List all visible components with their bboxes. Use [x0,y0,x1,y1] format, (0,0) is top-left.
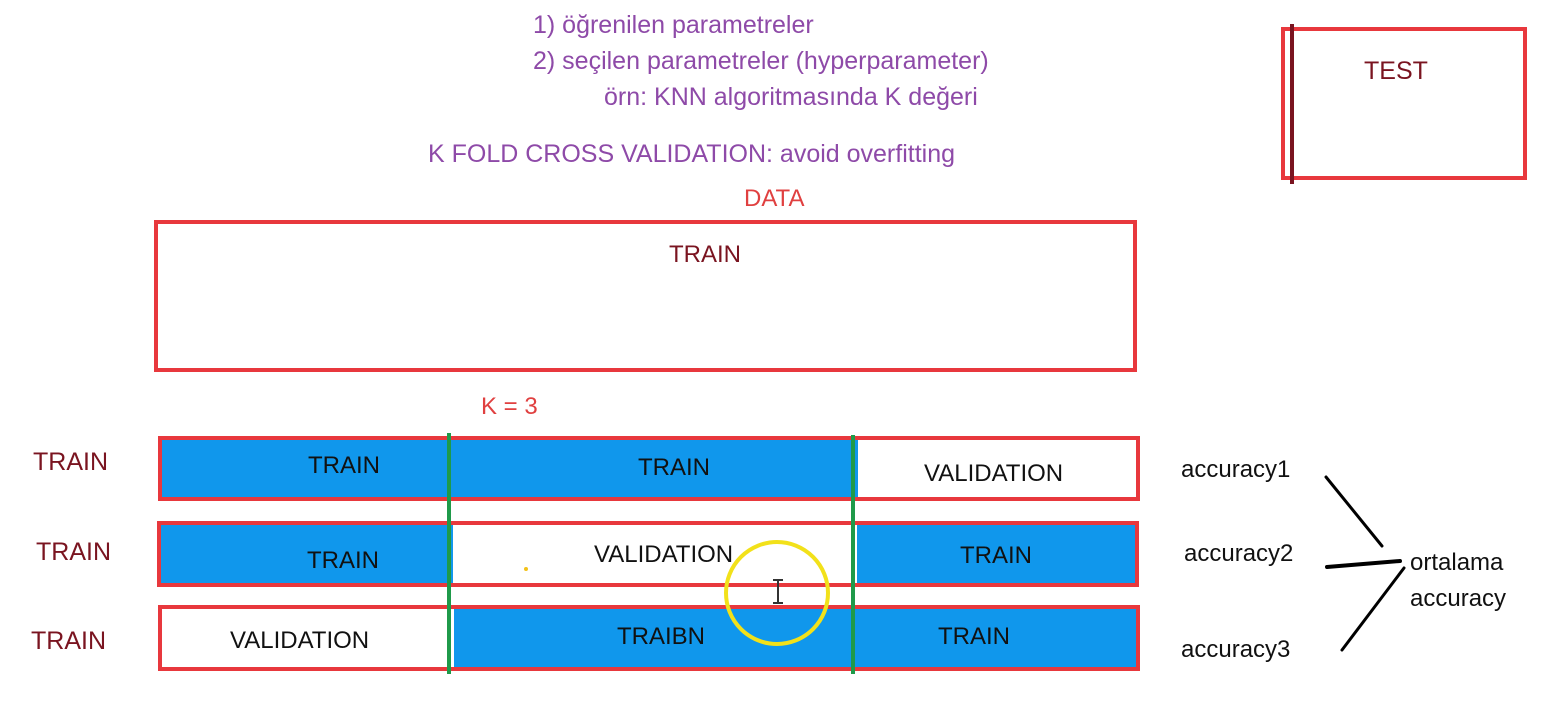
cursor-highlight-ring [724,540,830,646]
fold2-segment-1-label: TRAIN [307,547,379,574]
connector-accuracy1 [1324,475,1384,548]
fold1-accuracy: accuracy1 [1181,456,1291,483]
data-label: DATA [744,185,805,212]
test-box [1281,27,1527,180]
fold2-row: TRAIN VALIDATION TRAIN [157,521,1139,587]
test-label: TEST [1364,57,1428,85]
learned-params-line: 1) öğrenilen parametreler [533,11,814,39]
fold-divider-1 [447,433,451,674]
fold2-segment-3 [857,525,1135,583]
average-label-line1: ortalama [1410,549,1504,576]
stray-mark [524,567,528,571]
fold3-segment-1-label: VALIDATION [230,627,370,654]
k-label: K = 3 [481,393,538,420]
fold3-row: VALIDATION TRAIBN TRAIN [158,605,1140,671]
fold1-segment-1-label: TRAIN [308,452,380,479]
train-box [154,220,1137,372]
fold2-segment-1 [161,525,453,583]
fold2-side-label: TRAIN [36,538,111,566]
text-cursor-icon [773,579,783,604]
fold3-segment-2 [454,609,858,667]
fold1-segment-3 [858,440,1136,497]
fold2-segment-3-label: TRAIN [960,542,1032,569]
fold3-accuracy: accuracy3 [1181,636,1291,663]
fold3-segment-2-label: TRAIBN [617,623,706,650]
fold-divider-2 [851,435,855,674]
fold2-accuracy: accuracy2 [1184,540,1294,567]
fold1-segment-3-label: VALIDATION [924,460,1064,487]
average-label-line2: accuracy [1410,585,1507,612]
example-line: örn: KNN algoritmasında K değeri [604,83,978,111]
fold1-side-label: TRAIN [33,448,108,476]
fold1-segment-1 [162,440,454,497]
connector-accuracy2 [1325,559,1402,569]
train-box-label: TRAIN [669,241,741,268]
fold2-segment-2 [453,525,857,583]
connector-accuracy3 [1340,566,1406,652]
fold3-segment-3 [858,609,1136,667]
kfold-title: K FOLD CROSS VALIDATION: avoid overfitti… [428,140,956,168]
chosen-params-line: 2) seçilen parametreler (hyperparameter) [533,47,989,75]
fold3-segment-3-label: TRAIN [938,623,1010,650]
fold2-segment-2-label: VALIDATION [594,541,734,568]
test-box-left-bar [1290,24,1294,184]
fold1-segment-2-label: TRAIN [638,454,710,481]
fold3-side-label: TRAIN [31,627,106,655]
fold1-segment-2 [454,440,858,497]
fold1-row: TRAIN TRAIN VALIDATION [158,436,1140,501]
fold3-segment-1 [162,609,454,667]
